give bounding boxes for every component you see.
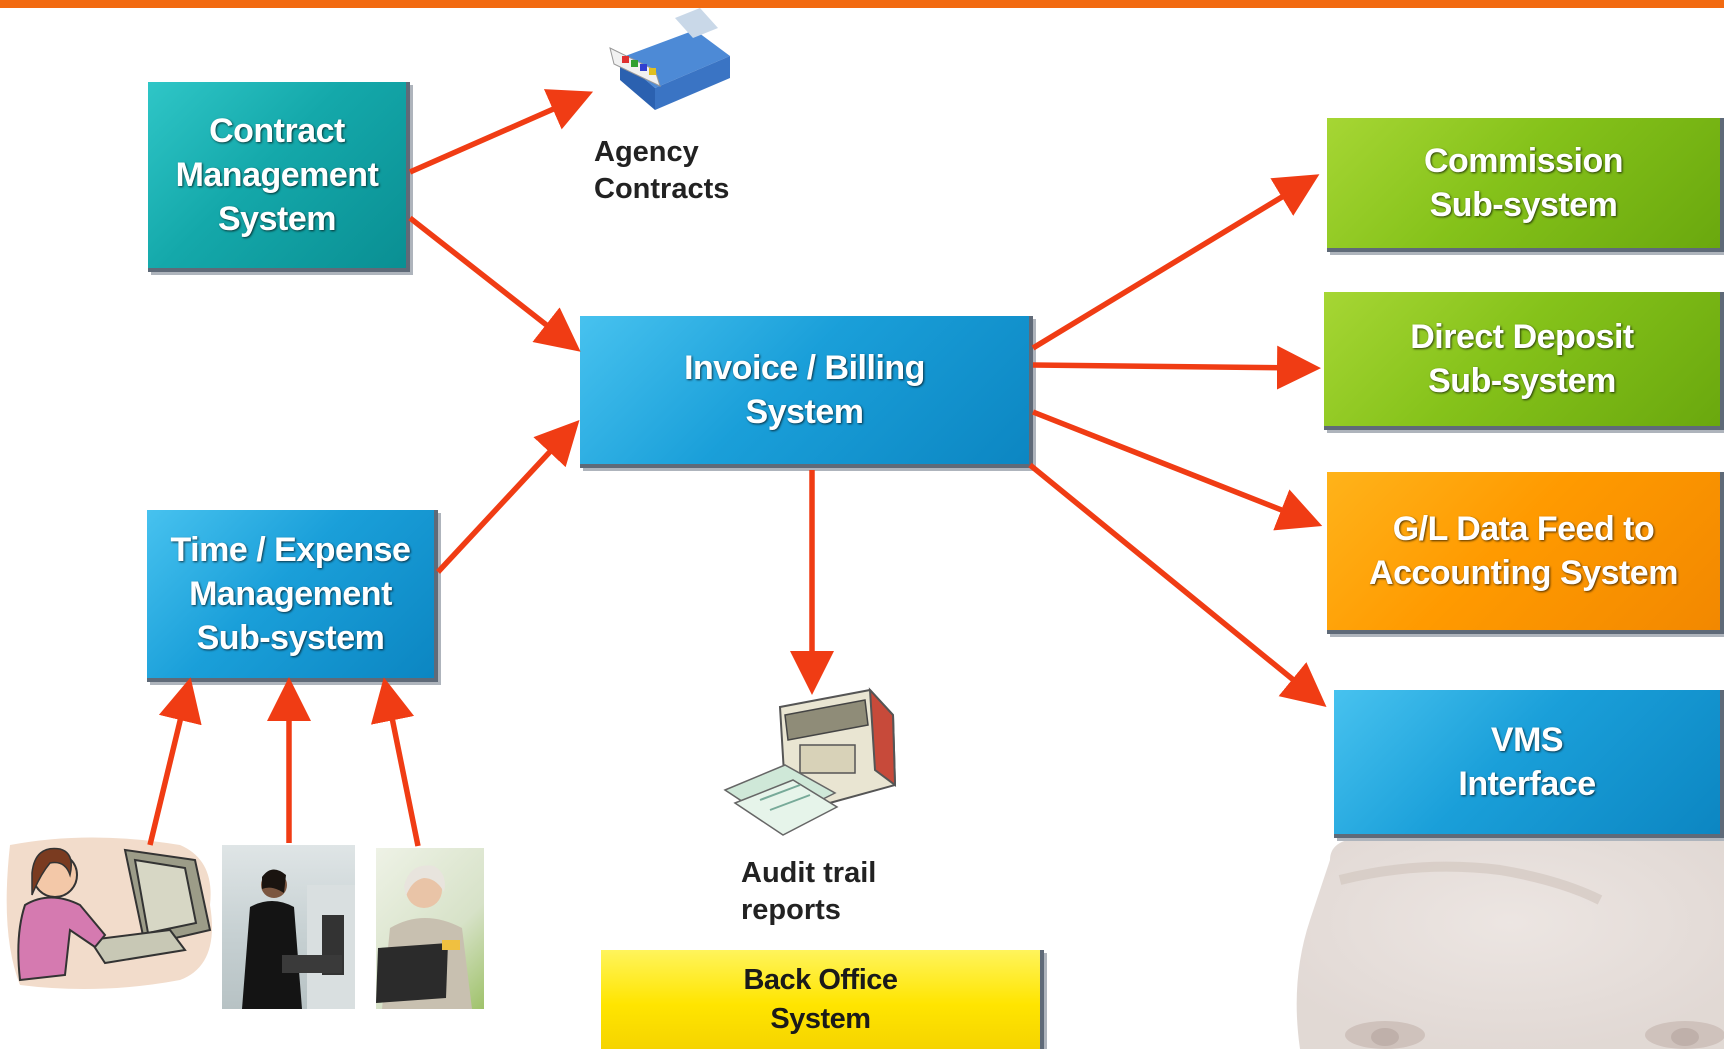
commission-label: Commission Sub-system [1423,142,1624,224]
gl-feed-label: G/L Data Feed to Accounting System [1369,510,1678,592]
arrow-contract-to-agency [408,89,594,175]
arrow-invoice-to-commission [1031,174,1320,351]
direct-deposit-box: Direct Deposit Sub-system [1324,292,1724,430]
arrow-invoice-to-deposit [1032,345,1321,390]
invoice-billing-box: Invoice / Billing System [580,316,1033,468]
arrow-time-to-invoice [435,419,580,574]
contract-management-box: Contract Management System [148,82,410,272]
woman-with-laptop-photo [376,848,484,1009]
arrow-user1-to-time [147,677,202,846]
arrow-contract-to-invoice [408,215,581,352]
gl-feed-box: G/L Data Feed to Accounting System [1327,472,1724,634]
audit-trail-label: Audit trail reports [741,857,877,926]
time-expense-label: Time / Expense Management Sub-system [170,531,411,657]
direct-deposit-label: Direct Deposit Sub-system [1410,318,1634,400]
vms-interface-label: VMS Interface [1458,721,1596,803]
arrow-user3-to-time [370,677,421,847]
contract-management-label: Contract Management System [175,112,379,238]
back-office-box: Back Office System [601,950,1044,1049]
arrow-invoice-to-vms [1028,462,1327,707]
back-office-label: Back Office System [743,963,898,1035]
arrow-invoice-to-gl [1031,409,1323,531]
agency-contracts-label: Agency Contracts [594,136,730,205]
commission-box: Commission Sub-system [1327,118,1724,252]
invoice-billing-label: Invoice / Billing System [684,349,925,431]
woman-at-kiosk-photo [222,845,355,1009]
vms-interface-box: VMS Interface [1334,690,1724,838]
top-accent-bar [0,0,1724,8]
